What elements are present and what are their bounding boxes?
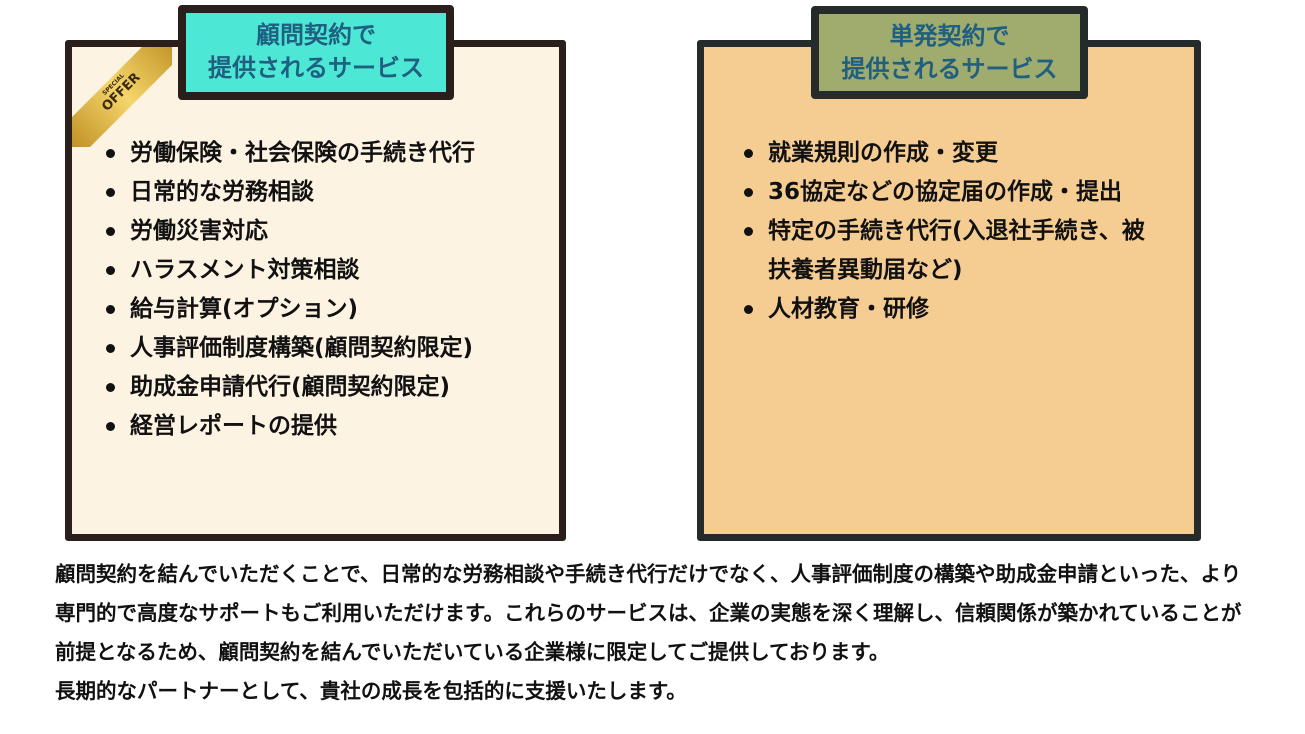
retainer-title: 顧問契約で提供されるサービス: [178, 5, 454, 100]
list-item: 日常的な労務相談: [106, 173, 566, 212]
description-paragraph: 顧問契約を結んでいただくことで、日常的な労務相談や手続き代行だけでなく、人事評価…: [55, 555, 1255, 711]
list-item: ハラスメント対策相談: [106, 251, 566, 290]
spot-services-card: [697, 40, 1201, 541]
title-line: 提供されるサービス: [208, 54, 424, 82]
retainer-service-list: 労働保険・社会保険の手続き代行 日常的な労務相談 労働災害対応 ハラスメント対策…: [106, 134, 566, 446]
list-item: 助成金申請代行(顧問契約限定): [106, 368, 566, 407]
title-line: 単発契約で: [889, 22, 1010, 50]
list-item: 特定の手続き代行(入退社手続き、被扶養者異動届など): [744, 212, 1154, 290]
list-item: 人事評価制度構築(顧問契約限定): [106, 329, 566, 368]
title-line: 提供されるサービス: [841, 55, 1058, 83]
description-text: 長期的なパートナーとして、貴社の成長を包括的に支援いたします。: [55, 679, 687, 703]
description-text: 顧問契約を結んでいただくことで、日常的な労務相談や手続き代行だけでなく、人事評価…: [55, 562, 1242, 664]
spot-title: 単発契約で提供されるサービス: [811, 6, 1088, 99]
list-item: 給与計算(オプション): [106, 290, 566, 329]
list-item: 就業規則の作成・変更: [744, 134, 1154, 173]
list-item: 人材教育・研修: [744, 290, 1154, 329]
title-line: 顧問契約で: [256, 21, 376, 49]
list-item: 労働保険・社会保険の手続き代行: [106, 134, 566, 173]
list-item: 36協定などの協定届の作成・提出: [744, 173, 1154, 212]
list-item: 労働災害対応: [106, 212, 566, 251]
list-item: 経営レポートの提供: [106, 407, 566, 446]
spot-service-list: 就業規則の作成・変更 36協定などの協定届の作成・提出 特定の手続き代行(入退社…: [744, 134, 1154, 329]
